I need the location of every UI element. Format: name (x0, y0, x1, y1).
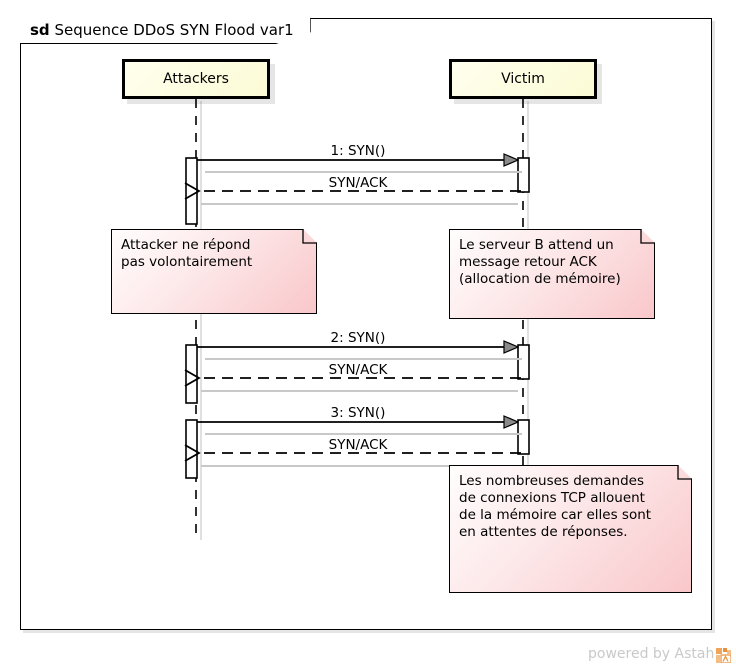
note-many-connections[interactable]: Les nombreuses demandes de connexions TC… (449, 465, 692, 593)
message-arrow-5-syn (197, 422, 522, 435)
activation-attackers-2 (185, 344, 198, 404)
note-line: Les nombreuses demandes (459, 473, 644, 489)
message-label-4: SYN/ACK (328, 362, 388, 378)
message-arrow-3-syn (197, 347, 522, 360)
message-label-5: 3: SYN() (330, 405, 386, 421)
astah-watermark: powered by Astah (588, 646, 732, 664)
activation-victim-1 (517, 157, 530, 193)
note-line: message retour ACK (459, 254, 597, 270)
message-label-2: SYN/ACK (328, 175, 388, 191)
note-line: de connexions TCP allouent (459, 490, 645, 506)
activation-victim-2 (517, 344, 530, 380)
note-attacker-no-reply[interactable]: Attacker ne répond pas volontairement (111, 229, 317, 314)
activation-attackers-1 (185, 157, 198, 225)
activation-attackers-3 (185, 419, 198, 479)
message-label-1: 1: SYN() (330, 143, 386, 159)
message-arrow-1-syn (197, 160, 522, 173)
message-arrow-6-synack (184, 444, 521, 467)
message-arrow-4-synack (184, 369, 521, 392)
note-line: de la mémoire car elles sont (459, 507, 652, 523)
message-label-3: 2: SYN() (330, 330, 386, 346)
message-label-6: SYN/ACK (328, 437, 388, 453)
watermark-text: powered by Astah (588, 646, 715, 662)
note-line: Le serveur B attend un (459, 237, 614, 253)
lifeline-head-attackers[interactable]: Attackers (122, 59, 270, 99)
note-line: (allocation de mémoire) (459, 271, 621, 287)
note-server-waiting[interactable]: Le serveur B attend un message retour AC… (449, 229, 655, 319)
astah-logo-icon (716, 647, 732, 664)
activation-victim-3 (517, 419, 530, 455)
lifeline-head-victim[interactable]: Victim (449, 59, 597, 99)
message-arrow-2-synack (184, 182, 521, 205)
note-line: en attentes de réponses. (459, 524, 628, 540)
note-line: Attacker ne répond (121, 237, 251, 253)
note-line: pas volontairement (121, 254, 253, 270)
lifeline-name-attackers: Attackers (163, 71, 229, 87)
frame-title-text: Sequence DDoS SYN Flood var1 (54, 21, 294, 39)
lifeline-name-victim: Victim (501, 71, 545, 87)
frame-title-tab: sd Sequence DDoS SYN Flood var1 (20, 18, 311, 44)
frame-kind-keyword: sd (30, 21, 50, 39)
